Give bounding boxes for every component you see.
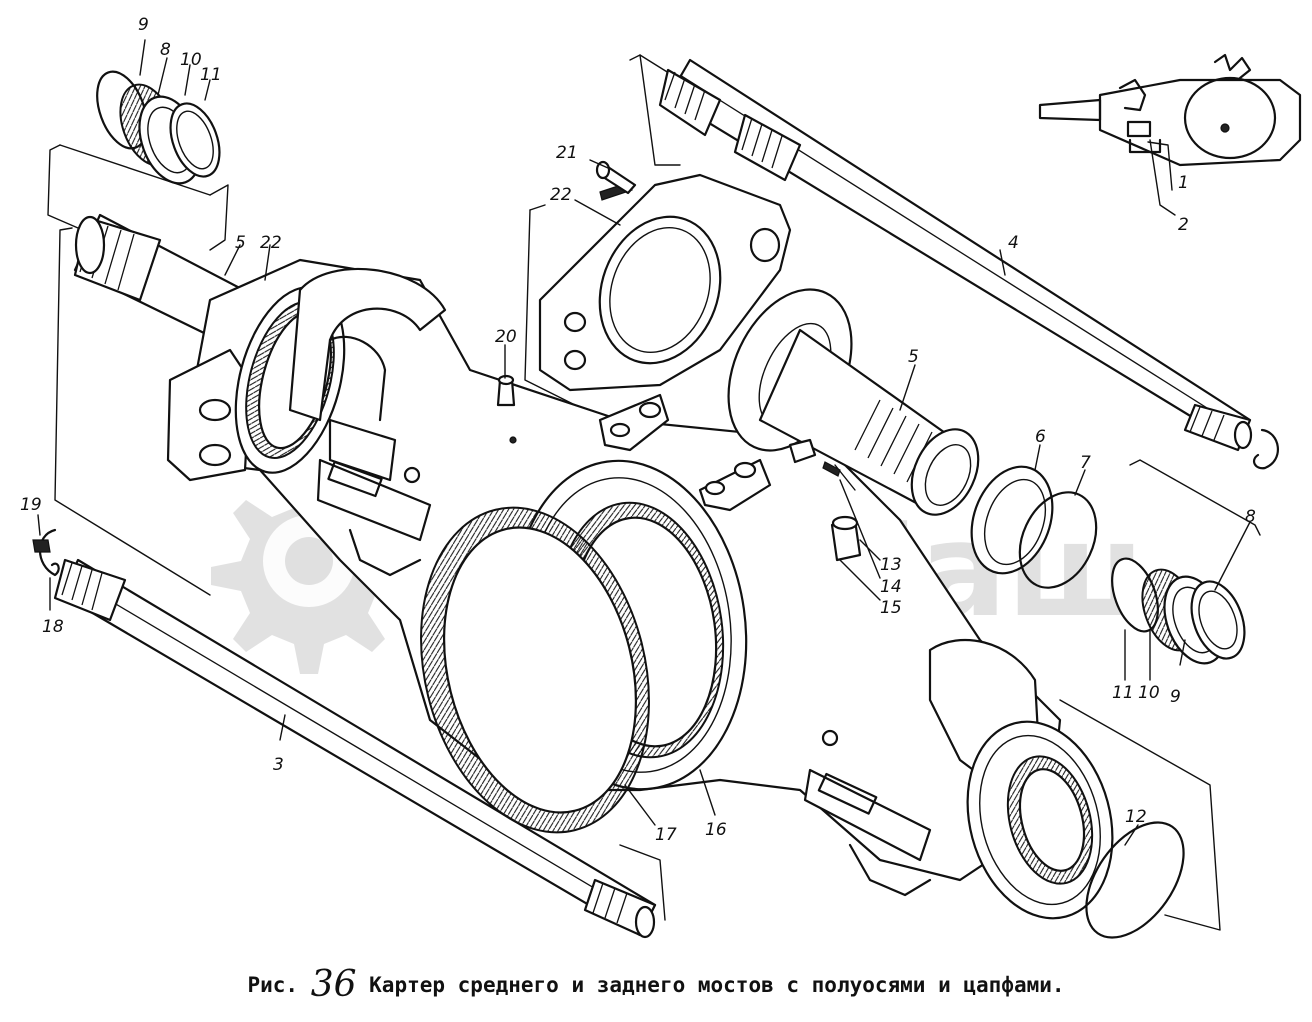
seal-ring-7 [1018, 491, 1098, 589]
label-20: 20 [495, 327, 517, 347]
axle-shaft-4 [658, 58, 1279, 470]
label-6: 6 [1035, 427, 1046, 447]
gasket-17 [420, 506, 650, 834]
inset-housing-view [1038, 53, 1302, 216]
label-11-right: 11 [1112, 683, 1134, 703]
label-14: 14 [880, 577, 902, 597]
seal-ring-12 [1085, 821, 1185, 939]
label-19: 19 [20, 495, 42, 515]
label-2: 2 [1178, 215, 1189, 235]
label-13: 13 [880, 555, 902, 575]
label-4: 4 [1008, 233, 1019, 253]
label-17: 17 [655, 825, 677, 845]
assembly-frames [47, 54, 1261, 931]
pin-21 [595, 160, 637, 195]
leader-lines [37, 39, 1251, 846]
caption-prefix: Рис. [247, 973, 299, 997]
label-15: 15 [880, 598, 902, 618]
axle-shaft-3 [32, 528, 657, 939]
label-10-right: 10 [1138, 683, 1160, 703]
figure-caption: Рис. 36 Картер среднего и заднего мостов… [0, 960, 1312, 1010]
bearing-set-top-left [96, 70, 221, 185]
label-10-top: 10 [180, 50, 202, 70]
label-18: 18 [42, 617, 64, 637]
label-21: 21 [556, 143, 578, 163]
label-5-left: 5 [235, 233, 246, 253]
label-22-top: 22 [550, 185, 572, 205]
label-22-left: 22 [260, 233, 282, 253]
label-8-right: 8 [1245, 507, 1256, 527]
bushing-6 [970, 465, 1054, 575]
plug-13-15 [822, 461, 862, 562]
label-5-right: 5 [908, 347, 919, 367]
label-9-top: 9 [138, 15, 149, 35]
caption-figure-number: 36 [310, 964, 357, 1005]
label-9-right: 9 [1170, 687, 1181, 707]
label-1: 1 [1178, 173, 1189, 193]
right-axle-tube-5 [727, 288, 980, 516]
label-11-top: 11 [200, 65, 222, 85]
label-16: 16 [705, 820, 727, 840]
part-number-labels: 9 8 10 11 5 22 21 22 20 1 2 4 5 6 7 8 11… [20, 15, 1256, 845]
label-12: 12 [1125, 807, 1147, 827]
bearing-set-right [1111, 557, 1246, 665]
caption-title: Картер среднего и заднего мостов с полуо… [369, 973, 1065, 997]
label-7: 7 [1080, 453, 1091, 473]
exploded-axle-drawing: СпецМаш [20, 15, 1302, 939]
breather-20 [496, 374, 516, 407]
label-8-top: 8 [160, 40, 171, 60]
label-3: 3 [273, 755, 284, 775]
